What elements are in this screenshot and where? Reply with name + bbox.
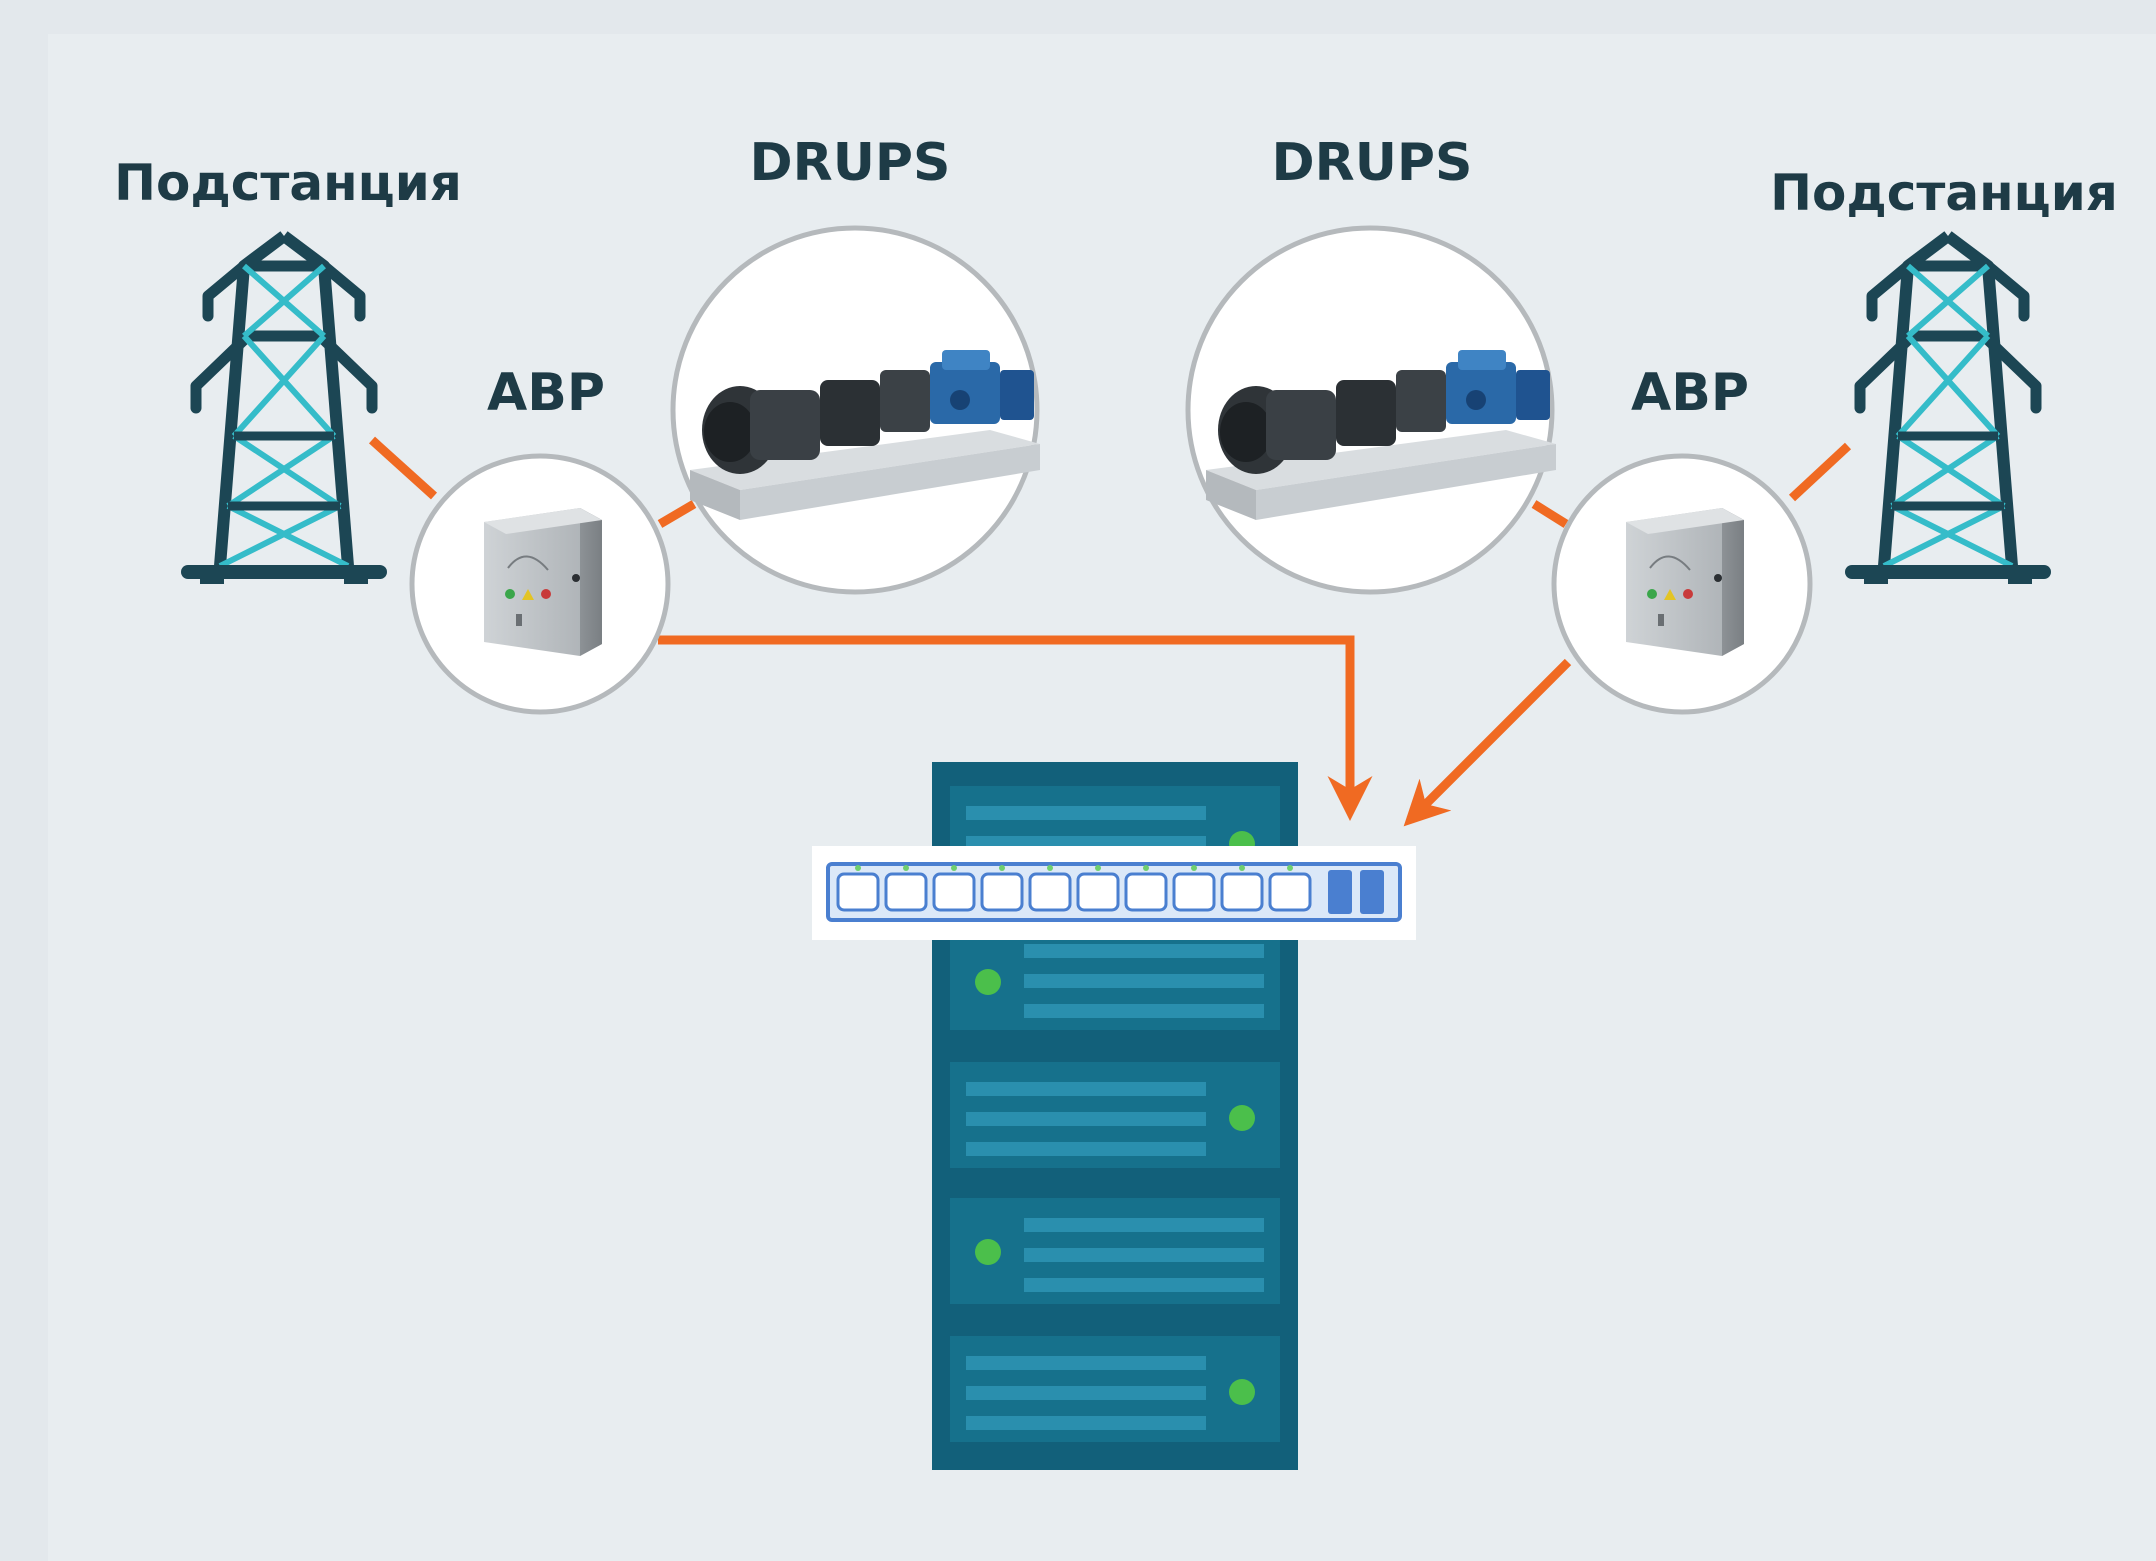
- pdu-outlet-icon: [1124, 872, 1168, 912]
- pdu-outlet-led: [1287, 865, 1293, 871]
- pdu-power-strip-icon: [812, 846, 1416, 940]
- left-drups-to-ats-line: [657, 500, 697, 528]
- left-substation-label: Подстанция: [114, 154, 462, 212]
- pdu-outlet-led: [903, 865, 909, 871]
- pdu-outlet-led: [1047, 865, 1053, 871]
- pdu-outlet-icon: [1076, 872, 1120, 912]
- pdu-outlet-led: [999, 865, 1005, 871]
- pdu-outlet-led: [1095, 865, 1101, 871]
- left-drups-label: DRUPS: [750, 133, 951, 193]
- pdu-outlet-icon: [884, 872, 928, 912]
- right-substation-to-ats-line: [1788, 442, 1852, 502]
- left-substation-to-ats-line: [368, 436, 438, 500]
- right-drups-to-ats-line: [1531, 500, 1569, 528]
- pdu-outlet-led: [951, 865, 957, 871]
- right-ats-label: АВР: [1631, 363, 1749, 423]
- right-drups-node: [1185, 225, 1556, 595]
- pdu-outlet-led: [1143, 865, 1149, 871]
- left-ats-node: [409, 453, 671, 715]
- left-ats-cabinet-icon: [483, 507, 603, 657]
- pdu-outlet-icon: [1028, 872, 1072, 912]
- pdu-outlet-icon: [932, 872, 976, 912]
- right-substation-label: Подстанция: [1770, 164, 2118, 222]
- pdu-outlet-icon: [980, 872, 1024, 912]
- pdu-outlet-icon: [836, 872, 880, 912]
- right-ats-cabinet-icon: [1625, 507, 1745, 657]
- pdu-outlet-icon: [1268, 872, 1312, 912]
- right-drups-label: DRUPS: [1272, 133, 1473, 193]
- right-ats-node: [1551, 453, 1813, 715]
- pdu-outlet-led: [1191, 865, 1197, 871]
- pdu-outlet-icon: [1172, 872, 1216, 912]
- pdu-outlet-led: [855, 865, 861, 871]
- left-drups-node: [670, 225, 1040, 595]
- pdu-outlet-led: [1239, 865, 1245, 871]
- right-ats-to-pdu-arrow: [1403, 658, 1572, 827]
- left-ats-to-pdu-arrow: [658, 635, 1373, 821]
- power-connectors: [368, 436, 1852, 827]
- left-ats-label: АВР: [487, 363, 605, 423]
- pdu-outlet-icon: [1220, 872, 1264, 912]
